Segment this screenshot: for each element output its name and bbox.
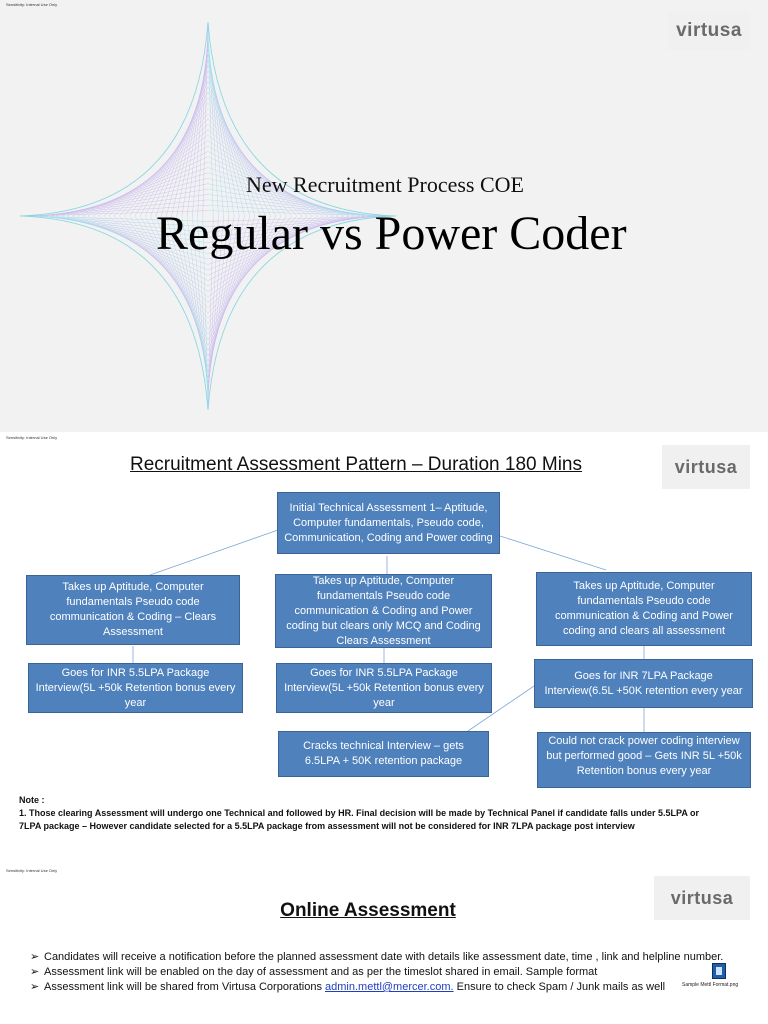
list-item: ➢ Candidates will receive a notification…: [30, 951, 724, 963]
email-link[interactable]: admin.mettl@mercer.com.: [325, 981, 454, 993]
regular-clear-box: Takes up Aptitude, Computer fundamentals…: [26, 575, 240, 645]
list-item: ➢ Assessment link will be shared from Vi…: [30, 981, 666, 993]
virtusa-logo: virtusa: [654, 876, 750, 920]
regular-package-box: Goes for INR 5.5LPA Package Interview(5L…: [28, 663, 243, 713]
arrow-bullet-icon: ➢: [30, 981, 40, 993]
virtusa-logo: virtusa: [662, 445, 750, 489]
note: Note : 1. Those clearing Assessment will…: [19, 794, 699, 833]
slide-heading: Recruitment Assessment Pattern – Duratio…: [130, 454, 582, 475]
middle-package-box: Goes for INR 5.5LPA Package Interview(5L…: [276, 663, 492, 713]
cracks-interview-box: Cracks technical Interview – gets 6.5LPA…: [278, 731, 489, 777]
sensitivity-label: Sensitivity: Internal Use Only: [6, 435, 58, 440]
sensitivity-label: Sensitivity: Internal Use Only: [6, 2, 58, 7]
arrow-bullet-icon: ➢: [30, 966, 40, 978]
could-not-crack-box: Could not crack power coding interview b…: [537, 732, 751, 788]
sensitivity-label: Sensitivity: Internal Use Only: [6, 868, 58, 873]
title-slide: Sensitivity: Internal Use Only virtusa N…: [0, 0, 768, 432]
assessment-pattern-slide: Sensitivity: Internal Use Only Recruitme…: [0, 432, 768, 862]
online-assessment-slide: Sensitivity: Internal Use Only virtusa O…: [0, 862, 768, 1024]
page-title: Regular vs Power Coder: [156, 207, 627, 260]
initial-assessment-box: Initial Technical Assessment 1– Aptitude…: [277, 492, 500, 554]
arrow-bullet-icon: ➢: [30, 951, 40, 963]
power-package-box: Goes for INR 7LPA Package Interview(6.5L…: [534, 659, 753, 708]
subtitle: New Recruitment Process COE: [246, 172, 524, 197]
note-label: Note :: [19, 795, 45, 805]
partial-clear-box: Takes up Aptitude, Computer fundamentals…: [275, 574, 492, 648]
star-decoration: [19, 21, 397, 411]
slide-heading: Online Assessment: [280, 900, 456, 921]
all-clear-box: Takes up Aptitude, Computer fundamentals…: [536, 572, 752, 646]
file-caption[interactable]: Sample Mettl Format.png: [682, 982, 739, 988]
list-item: ➢ Assessment link will be enabled on the…: [30, 966, 598, 978]
note-text: 1. Those clearing Assessment will underg…: [19, 808, 699, 831]
bullet-list: ➢ Candidates will receive a notification…: [30, 950, 730, 995]
virtusa-logo: virtusa: [668, 12, 750, 50]
flow-connectors: [132, 529, 645, 732]
image-file-icon[interactable]: [712, 963, 726, 979]
